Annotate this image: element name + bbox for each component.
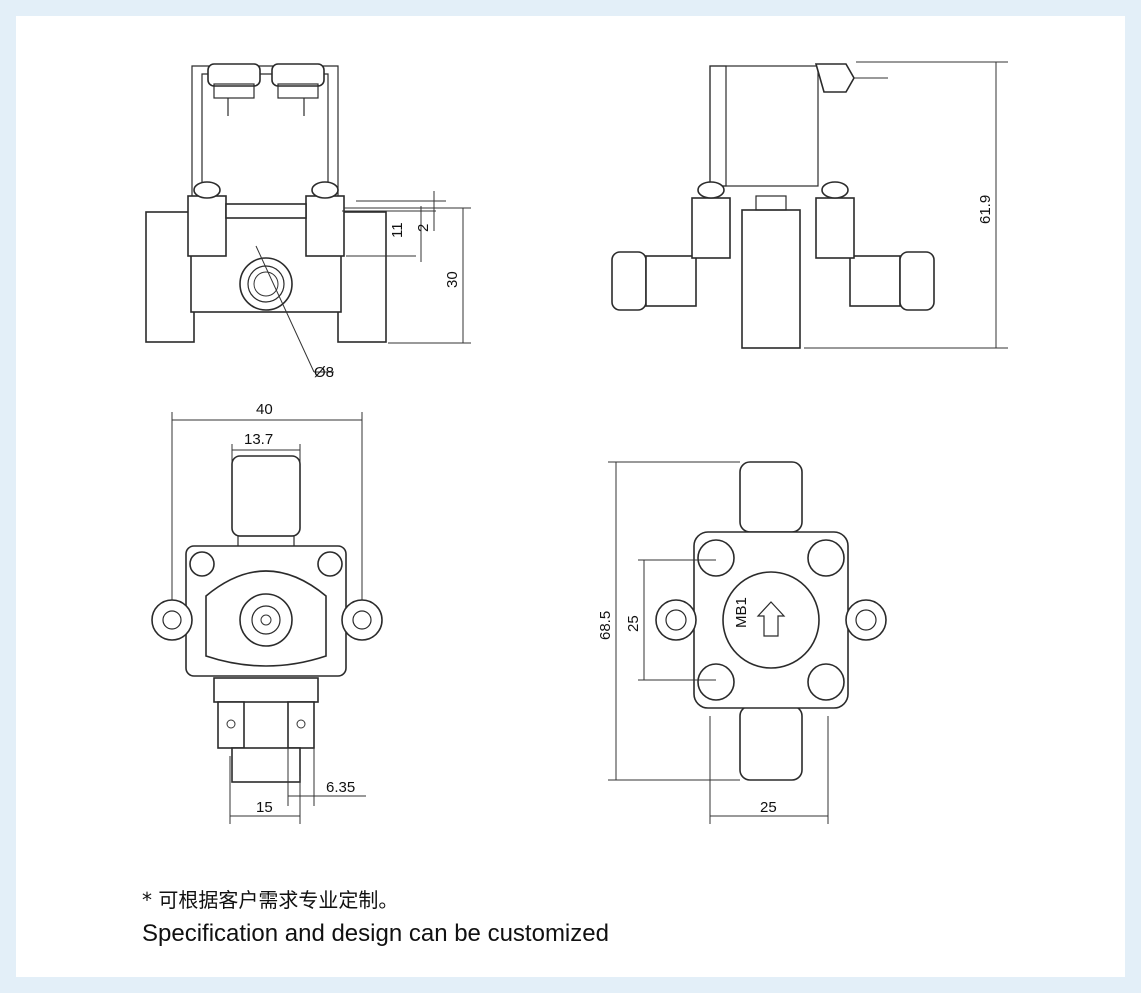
- technical-drawing: Ø8 11 2 30 61.9: [145, 61, 1008, 824]
- dim-25-side: 25: [625, 615, 642, 632]
- top-view: 40 13.7 6.35: [151, 401, 383, 824]
- dim-61-9: 61.9: [977, 195, 994, 224]
- connector-right: [271, 63, 325, 87]
- right-pipe-stub: [337, 211, 387, 343]
- dim-25-bottom: 25: [760, 799, 777, 816]
- note-english: Specification and design can be customiz…: [142, 920, 609, 947]
- dim-15: 15: [256, 799, 273, 816]
- bottom-view-bottom-pipe: [739, 705, 803, 781]
- connector-left: [207, 63, 261, 87]
- dim-68-5: 68.5: [597, 611, 614, 640]
- left-pipe-stub: [145, 211, 195, 343]
- bottom-view: MB1 68.5 25 25: [597, 461, 887, 824]
- dim-diameter-8: Ø8: [314, 364, 334, 381]
- right-boss: [305, 195, 345, 257]
- side-view: 61.9: [611, 61, 1008, 349]
- dim-2: 2: [415, 224, 432, 232]
- note-chinese: * 可根据客户需求专业定制。: [142, 888, 399, 912]
- terminal-left: [217, 701, 245, 749]
- bottom-view-top-pipe: [739, 461, 803, 533]
- side-body: [741, 209, 801, 349]
- top-view-center: [239, 593, 293, 647]
- coil-frame: [191, 65, 339, 196]
- dim-40: 40: [256, 401, 273, 418]
- dim-30: 30: [444, 271, 461, 288]
- side-left-pipe: [611, 251, 647, 311]
- side-right-pipe: [899, 251, 935, 311]
- dim-11: 11: [389, 222, 406, 238]
- bottom-view-disc: [722, 571, 820, 669]
- front-view: Ø8 11 2 30: [145, 63, 471, 381]
- terminal-right: [287, 701, 315, 749]
- top-view-inlet: [231, 455, 301, 537]
- dim-13-7: 13.7: [244, 431, 273, 448]
- drawing-sheet: Ø8 11 2 30 61.9: [16, 16, 1125, 977]
- dim-6-35: 6.35: [326, 779, 355, 796]
- side-connector: [814, 63, 855, 93]
- flow-marker-label: MB1: [733, 597, 750, 628]
- flow-arrow-icon: [756, 601, 786, 637]
- left-boss: [187, 195, 227, 257]
- port-inner: [247, 265, 285, 303]
